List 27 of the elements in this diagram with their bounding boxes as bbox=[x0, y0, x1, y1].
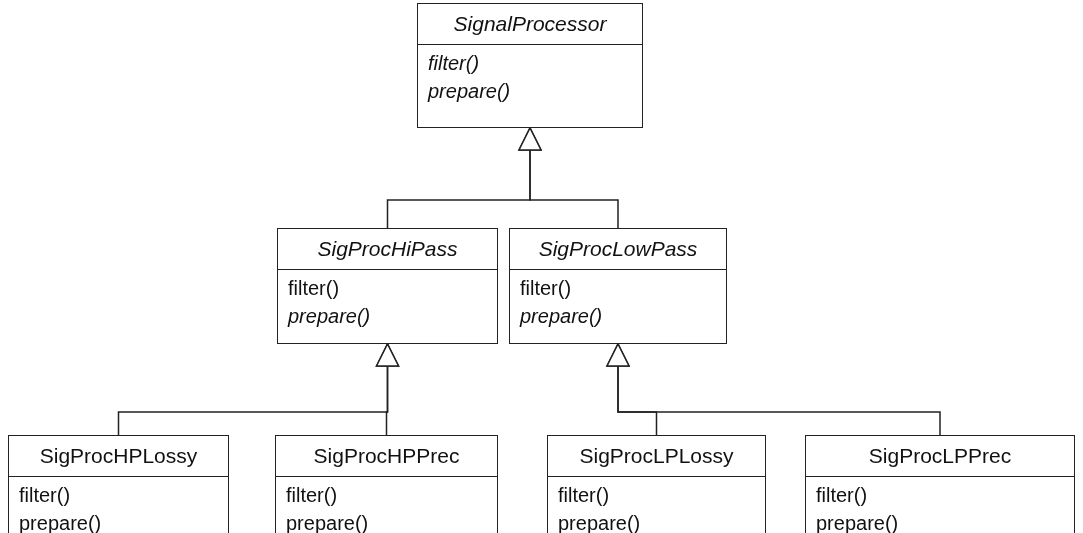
class-box bbox=[417, 3, 643, 128]
method-name: prepare() bbox=[286, 304, 372, 329]
class-name: SigProcLowPass bbox=[538, 237, 698, 261]
class-box bbox=[275, 435, 498, 533]
class-name: SigProcHPLossy bbox=[39, 444, 198, 468]
generalization-arrow bbox=[518, 127, 619, 229]
class-box bbox=[277, 228, 498, 344]
class-name: SigProcHPPrec bbox=[313, 444, 460, 468]
class-name: SignalProcessor bbox=[453, 12, 607, 36]
class-name: SigProcLPLossy bbox=[579, 444, 734, 468]
class-box bbox=[805, 435, 1075, 533]
class-box bbox=[509, 228, 727, 344]
method-name: filter() bbox=[287, 276, 341, 301]
generalization-arrow bbox=[606, 343, 941, 436]
method-name: prepare() bbox=[518, 304, 604, 329]
class-name: SigProcLPPrec bbox=[868, 444, 1012, 468]
method-name: filter() bbox=[18, 483, 72, 508]
class-name: SigProcHiPass bbox=[317, 237, 458, 261]
class-box bbox=[547, 435, 766, 533]
method-name: filter() bbox=[557, 483, 611, 508]
method-name: filter() bbox=[519, 276, 573, 301]
generalization-arrow bbox=[375, 343, 400, 436]
method-name: filter() bbox=[815, 483, 869, 508]
method-name: prepare() bbox=[426, 79, 512, 104]
method-name: filter() bbox=[285, 483, 339, 508]
method-name: filter() bbox=[427, 51, 481, 76]
class-box bbox=[8, 435, 229, 533]
